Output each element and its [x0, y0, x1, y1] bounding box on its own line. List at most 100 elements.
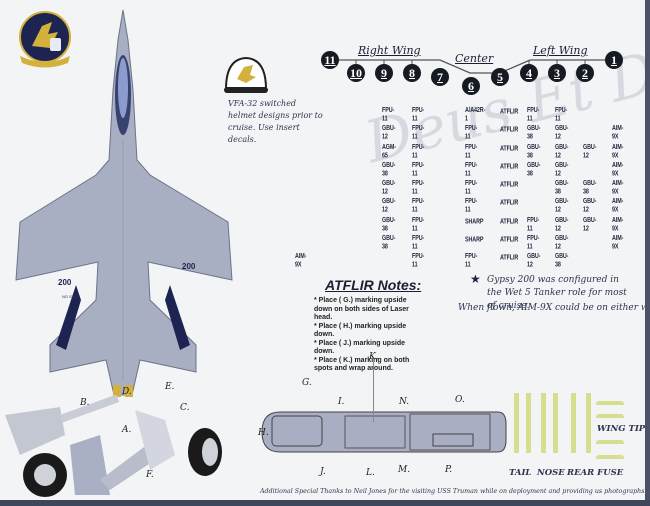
station-8: 8	[403, 64, 421, 82]
table-cell: GBU-38	[382, 234, 396, 252]
table-cell: ATFLIR	[500, 126, 519, 135]
table-cell: GBU-12	[555, 216, 569, 234]
station-9: 9	[375, 64, 393, 82]
station-5: 5	[491, 68, 509, 86]
table-cell: FPU-11	[465, 161, 478, 179]
table-cell: GBU-12	[583, 198, 597, 215]
table-cell: ATFLIR	[500, 162, 519, 172]
table-cell: GBU-38	[382, 161, 396, 179]
station-2: 2	[576, 64, 594, 82]
wingtip-stripe	[596, 440, 624, 444]
table-cell: AIM-9X	[295, 252, 307, 270]
pod-label-g: G.	[302, 378, 312, 388]
table-cell: GBU-12	[382, 179, 396, 197]
table-cell: FPU-11	[527, 106, 540, 124]
table-cell: FPU-11	[555, 106, 568, 124]
helmet-caption: VFA-32 switched helmet designs prior to …	[228, 99, 323, 144]
table-cell: GBU-12	[555, 234, 569, 252]
modex-right: 200	[58, 278, 72, 287]
table-cell: ATFLIR	[500, 199, 519, 208]
table-cell: FPU-11	[412, 124, 425, 142]
table-cell: FPU-11	[527, 216, 540, 234]
gear-label-e: E.	[165, 382, 175, 392]
atflir-pod	[260, 360, 631, 456]
table-cell: GBU-38	[382, 216, 396, 234]
table-cell: AIM-9X	[612, 216, 624, 234]
table-cell: FPU-11	[412, 179, 425, 197]
table-cell: AIM-9X	[612, 198, 624, 215]
station-3: 3	[548, 64, 566, 82]
stripe-tail-2	[526, 393, 531, 453]
gear-label-b: B.	[80, 398, 90, 408]
table-cell: FPU-11	[412, 198, 425, 215]
table-cell: ATFLIR	[500, 254, 519, 263]
table-cell: AIM-9X	[612, 161, 624, 179]
pod-label-i: I.	[338, 397, 345, 407]
note-item: * Place ( J.) marking upside down.	[314, 339, 406, 356]
modex-left: 200	[182, 262, 196, 271]
star-icon: ★	[470, 272, 481, 286]
gear-label-f: F.	[146, 470, 154, 480]
gear-label-a: A.	[122, 425, 132, 435]
group-right-wing: Right Wing	[358, 44, 421, 57]
table-cell: FPU-11	[412, 216, 425, 234]
table-cell: GBU-12	[583, 216, 597, 234]
wingtip-stripe	[596, 455, 624, 459]
stripe-rear-1	[571, 393, 576, 453]
table-cell: GBU-12	[527, 252, 541, 270]
table-cell: AGM-65	[382, 143, 396, 160]
pod-label-m: M.	[398, 465, 411, 475]
station-1: 1	[605, 51, 623, 69]
table-cell: GBU-12	[382, 198, 396, 215]
tail-label: TAIL	[509, 468, 532, 478]
stripe-nose-1	[541, 393, 546, 453]
table-cell: ATFLIR	[500, 180, 519, 190]
station-10: 10	[347, 64, 365, 82]
frame-border-right	[645, 0, 650, 506]
group-left-wing: Left Wing	[533, 44, 588, 57]
station-11: 11	[321, 51, 339, 69]
stripe-nose-2	[553, 393, 558, 453]
atflir-notes-title: ATFLIR Notes:	[325, 277, 422, 293]
note-item: * Place ( H.) marking upside down.	[314, 322, 407, 339]
wingtip-stripe	[596, 401, 624, 405]
pod-label-j: J.	[320, 467, 326, 477]
wingtip-stripe	[596, 414, 624, 418]
table-cell: FPU-11	[465, 198, 478, 215]
stripe-rear-2	[586, 393, 591, 453]
table-cell: GBU-12	[583, 143, 597, 160]
table-cell: FPU-11	[465, 124, 478, 142]
table-cell: FPU-11	[382, 106, 395, 124]
note-item: * Place ( K.) marking on both spots and …	[314, 356, 410, 373]
table-cell: FPU-11	[412, 234, 425, 252]
pod-label-k: K.	[369, 352, 379, 362]
table-cell: GBU-12	[555, 161, 569, 179]
table-cell: FPU-11	[412, 106, 425, 124]
gear-label-c: C.	[180, 403, 190, 413]
table-cell: ATFLIR	[500, 107, 519, 117]
table-cell: ATFLIR	[500, 235, 519, 245]
pod-label-p: P.	[445, 465, 453, 475]
gear-label-d: D.	[122, 387, 132, 397]
landing-gear-illustration	[0, 394, 235, 500]
no-step-label: NO STEP	[62, 294, 80, 299]
table-cell: GBU-38	[555, 252, 569, 270]
table-cell: FPU-11	[465, 252, 478, 270]
table-cell: FPU-11	[527, 234, 540, 252]
wing-tip-label: WING TIP	[597, 424, 646, 434]
table-cell: AIM-9X	[612, 143, 624, 160]
gypsy-note: Gypsy 200 was configured in the Wet 5 Ta…	[487, 275, 627, 311]
aim9x-note: When flown, AIM-9X could be on either wi…	[458, 303, 650, 313]
table-cell: GBU-38	[527, 124, 541, 142]
table-cell: SHARP	[465, 217, 484, 226]
jet-top-view	[0, 0, 250, 400]
note-item: * Place ( G.) marking upside down on bot…	[314, 297, 409, 321]
table-cell: A/A42R-1	[465, 106, 486, 124]
table-cell: GBU-38	[527, 161, 541, 179]
thanks-footer: Additional Special Thanks to Neil Jones …	[260, 488, 647, 495]
station-7: 7	[431, 68, 449, 86]
helmet-illustration	[222, 55, 270, 95]
table-cell: ATFLIR	[500, 217, 519, 226]
group-center: Center	[455, 52, 494, 65]
pod-label-n: N.	[399, 397, 410, 407]
